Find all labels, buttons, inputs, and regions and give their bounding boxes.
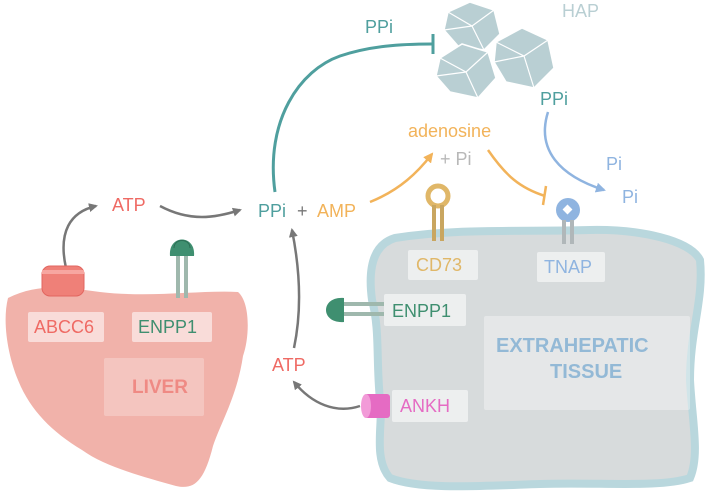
pi-label-2: Pi — [622, 187, 639, 207]
enpp1-liver-label-box — [132, 312, 212, 342]
ankh-label: ANKH — [400, 396, 451, 416]
ppi-center-label: PPi — [258, 201, 287, 221]
pi-label-1: Pi — [606, 154, 623, 174]
atp-to-ppi-arrow — [159, 204, 242, 219]
abcc6-label-box — [28, 312, 104, 342]
enpp1-tissue-label: ENPP1 — [392, 301, 452, 321]
abcc6-label: ABCC6 — [34, 317, 95, 337]
tnap-icon — [556, 198, 580, 244]
enpp1-tissue-icon — [326, 297, 384, 323]
enpp1-tissue-label-box — [384, 294, 466, 326]
amp-label: AMP — [317, 201, 357, 221]
amp-to-adenosine-arrow — [369, 152, 434, 204]
liver-label-box — [104, 358, 204, 416]
enpp1-liver-icon — [169, 239, 195, 298]
hap-crystal-icon — [435, 1, 555, 99]
ankh-label-box — [392, 390, 468, 422]
ankh-to-atp-arrow — [292, 380, 361, 410]
ppi-top-label: PPi — [365, 17, 394, 37]
ppi-to-pi-arrow — [543, 111, 606, 193]
plus-pi-label: + Pi — [440, 149, 472, 169]
atp-up-to-ppi-arrow — [288, 228, 301, 349]
ankh-channel-icon — [361, 394, 390, 418]
adenosine-label: adenosine — [408, 121, 492, 141]
hap-label: HAP — [562, 1, 600, 21]
abcc6-to-atp-arrow — [62, 203, 98, 269]
cd73-label-box — [408, 250, 478, 280]
tissue-label: TISSUE — [550, 361, 623, 383]
ppi-inhibits-hap-arrow — [271, 42, 433, 193]
adenosine-inhibits-tnap-arrow — [486, 149, 546, 198]
atp-left-label: ATP — [112, 195, 146, 215]
extrahepatic-label-box — [484, 316, 690, 410]
extrahepatic-label: EXTRAHEPATIC — [496, 335, 649, 357]
atp-bottom-label: ATP — [272, 355, 306, 375]
liver-label: LIVER — [132, 377, 188, 398]
cd73-label: CD73 — [416, 255, 463, 275]
tnap-label: TNAP — [544, 257, 593, 277]
tnap-label-box — [537, 252, 605, 282]
enpp1-liver-label: ENPP1 — [138, 317, 198, 337]
cd73-icon — [425, 183, 451, 241]
ppi-right-label: PPi — [540, 89, 569, 109]
adenosine-inhibition-bar — [541, 185, 548, 206]
plus-label: + — [297, 201, 308, 221]
